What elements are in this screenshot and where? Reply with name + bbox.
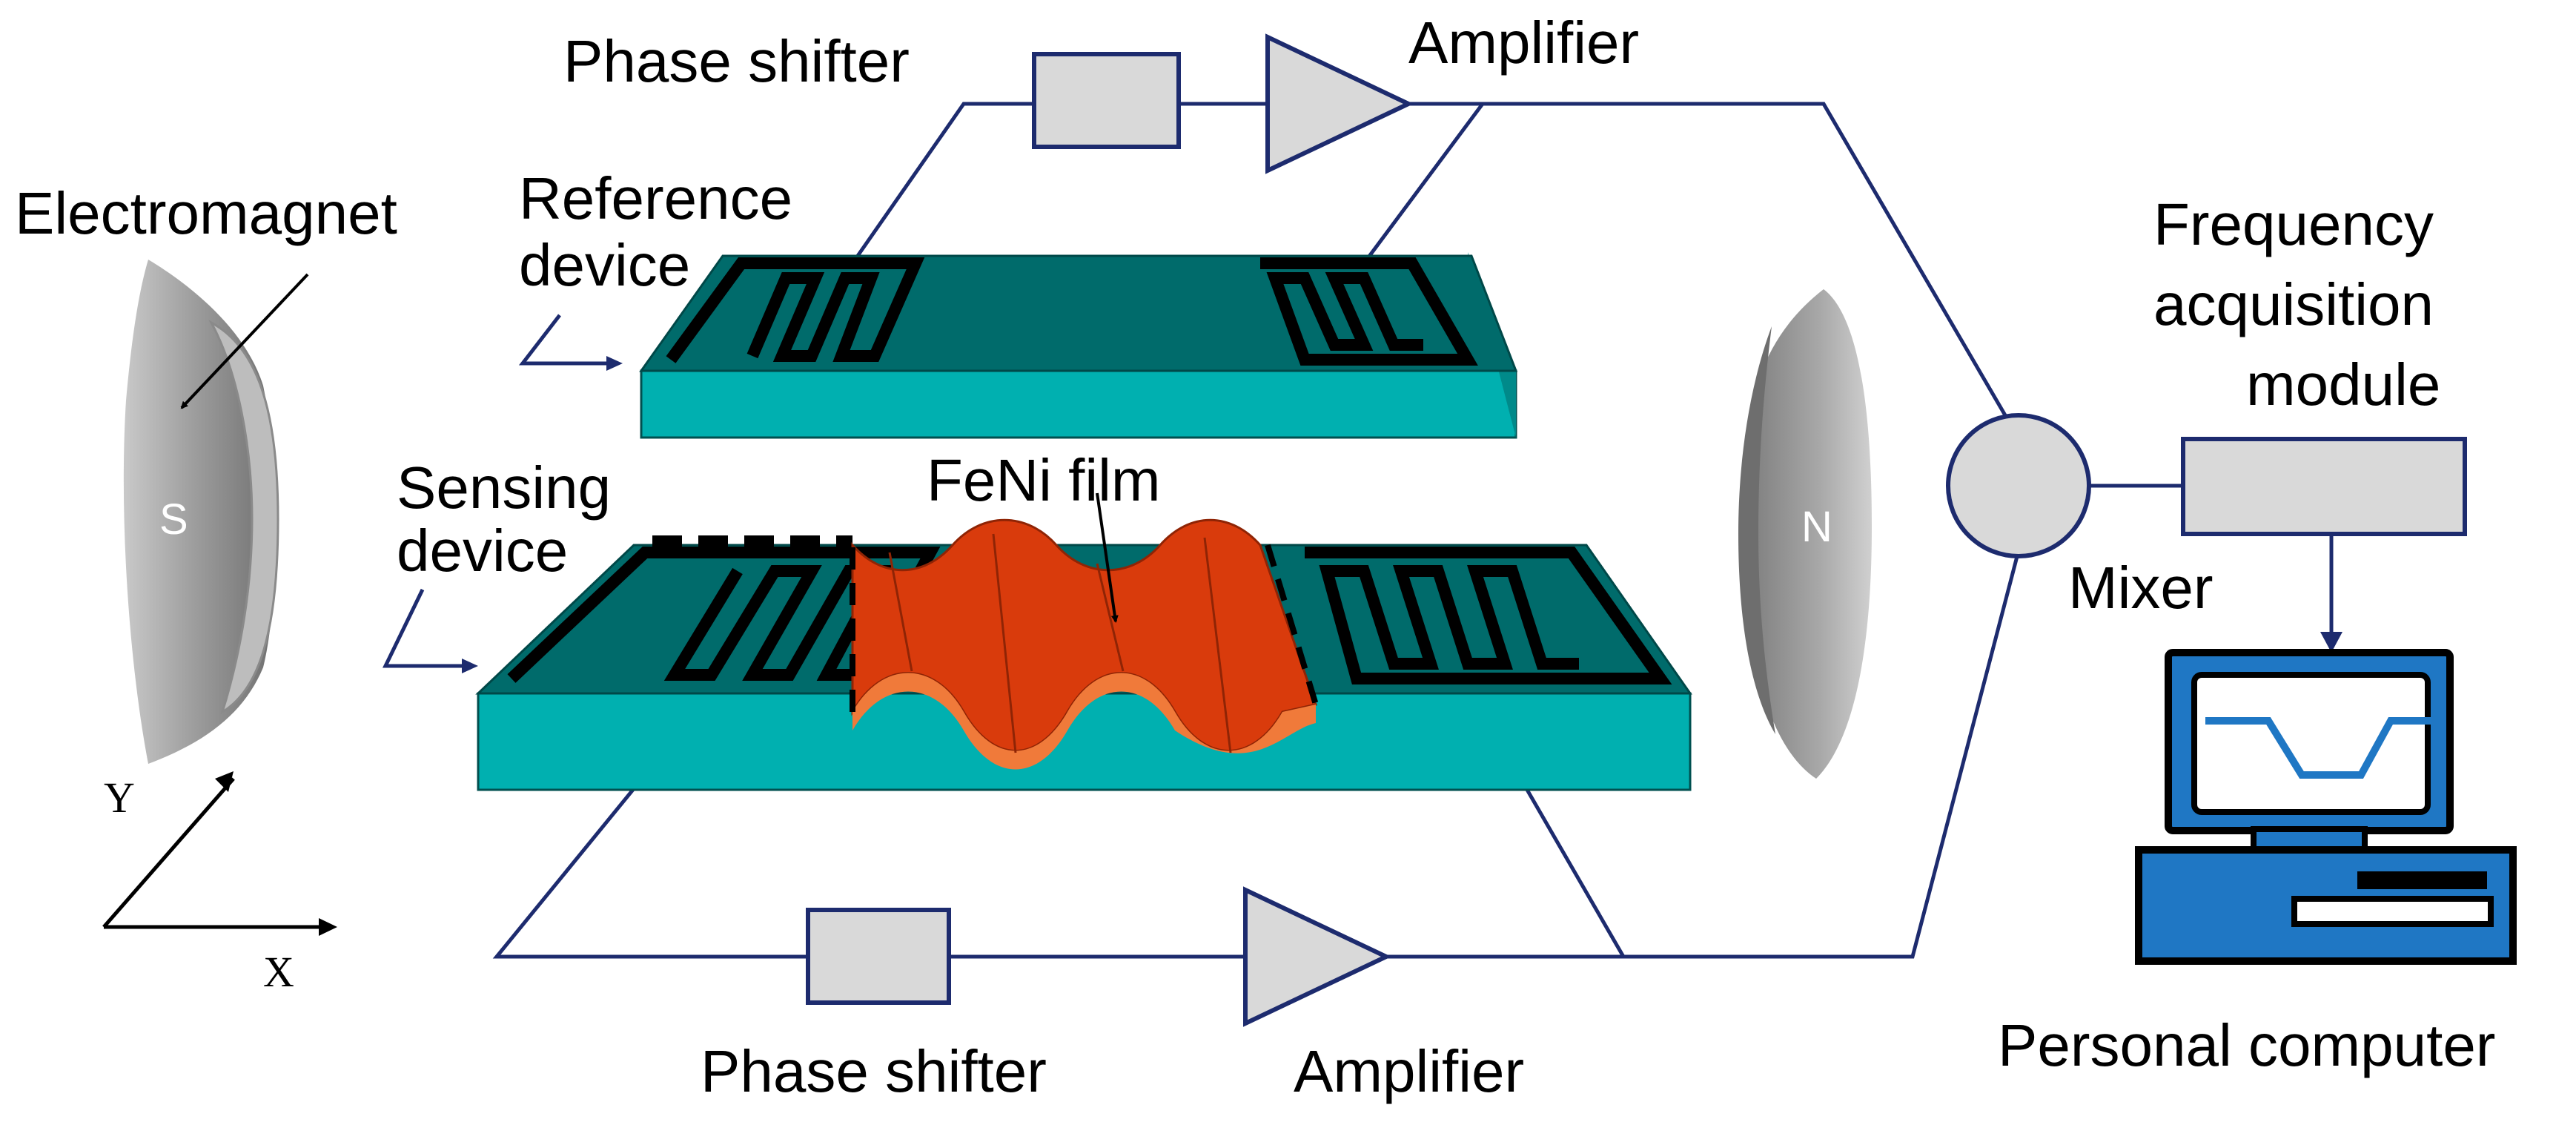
sensing-device-label-line1: Sensing	[397, 455, 611, 521]
axis-x-label: X	[263, 948, 294, 996]
reference-device-pointer	[518, 314, 608, 366]
feni-film-arrow	[1096, 492, 1119, 623]
axis-y-label: Y	[104, 773, 135, 822]
electromagnet-arrow	[180, 273, 309, 409]
reference-device-label-line1: Reference	[519, 165, 792, 231]
sensing-device-label-line2: device	[397, 518, 568, 584]
phase-shifter-bottom-label: Phase shifter	[701, 1038, 1047, 1104]
frequency-module-label-line3: module	[2246, 352, 2440, 418]
amplifier-top	[1265, 33, 1414, 174]
phase-shifter-top-label: Phase shifter	[563, 28, 910, 94]
amplifier-bottom	[1243, 886, 1392, 1027]
sensing-device-pointer	[383, 588, 463, 668]
frequency-module-label-line1: Frequency	[2153, 191, 2434, 257]
personal-computer-icon	[2135, 649, 2517, 965]
electromagnet-label: Electromagnet	[15, 180, 397, 246]
mixer	[1946, 413, 2091, 558]
wiring	[492, 102, 2183, 959]
amplifier-top-label: Amplifier	[1408, 10, 1639, 76]
frequency-module-label-line2: acquisition	[2153, 271, 2434, 337]
amplifier-bottom-label: Amplifier	[1294, 1038, 1524, 1104]
personal-computer-label: Personal computer	[1998, 1012, 2495, 1078]
reference-device	[639, 252, 1518, 439]
reference-device-label-line2: device	[519, 232, 690, 298]
mixer-label: Mixer	[2068, 555, 2214, 621]
phase-shifter-top	[1032, 52, 1181, 149]
phase-shifter-bottom	[806, 908, 951, 1005]
sensing-device	[475, 518, 1692, 791]
magnet-s-letter: S	[159, 495, 188, 544]
xy-axes: Y X	[102, 771, 337, 996]
frequency-acquisition-module-box	[2181, 437, 2467, 536]
electromagnet-s: S	[123, 260, 279, 764]
feni-film-label: FeNi film	[927, 447, 1161, 513]
magnet-n-letter: N	[1801, 503, 1832, 551]
module-to-pc-arrowhead	[2320, 632, 2342, 653]
electromagnet-n: N	[1738, 289, 1872, 779]
